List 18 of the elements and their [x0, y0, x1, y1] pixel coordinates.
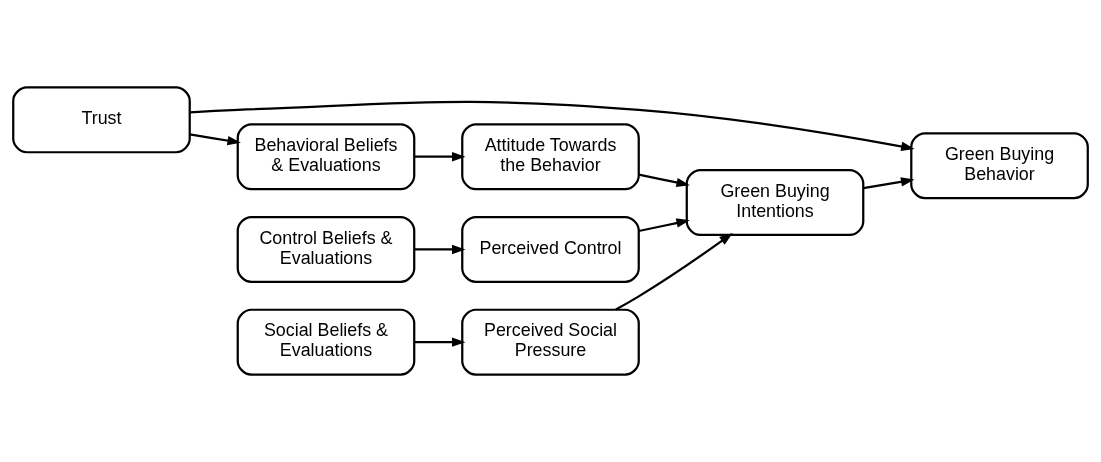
node-box: Social Beliefs & Evaluations: [236, 308, 416, 376]
node-box: Green Buying Intentions: [685, 169, 865, 237]
node-box: Perceived Social Pressure: [461, 308, 640, 376]
node-box: Green Buying Behavior: [910, 132, 1089, 200]
arrow: [863, 177, 915, 190]
arrow: [638, 218, 690, 233]
node-box: Trust: [12, 86, 191, 154]
arrow: [189, 133, 241, 146]
node-box: Perceived Control: [461, 215, 640, 283]
arrow: [615, 233, 733, 311]
arrow: [189, 100, 915, 152]
arrow: [414, 337, 466, 347]
arrow: [414, 244, 466, 255]
node-box: Control Beliefs & Evaluations: [236, 215, 416, 283]
arrow: [638, 173, 690, 188]
node-box: Behavioral Beliefs & Evaluations: [236, 123, 416, 191]
node-box: Attitude Towards the Behavior: [461, 123, 640, 191]
arrow: [414, 152, 466, 162]
